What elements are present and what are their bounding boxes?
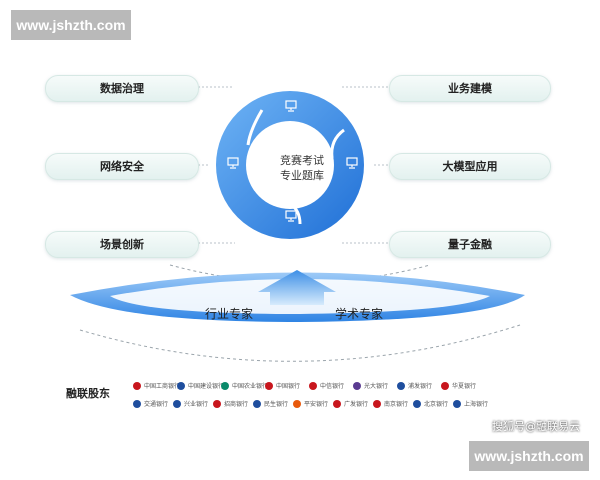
center-line-2: 专业题库 xyxy=(280,169,324,182)
academic-expert-label: 学术专家 xyxy=(335,307,384,321)
cmbc-logo-mark xyxy=(253,399,261,408)
monitor-icon xyxy=(285,210,297,222)
orbit-dashed-2 xyxy=(79,324,521,362)
abc-logo: 中国农业银行 xyxy=(221,381,268,390)
monitor-icon xyxy=(346,157,358,169)
pill-scenario-innovation: 场景创新 xyxy=(45,231,199,258)
cgb-logo-mark xyxy=(333,399,341,408)
monitor-icon xyxy=(285,100,297,112)
hxb-logo-mark xyxy=(441,381,449,390)
orbit-dashed-1 xyxy=(169,264,431,283)
shareholder-name: 华夏银行 xyxy=(452,383,477,390)
pill-data-governance: 数据治理 xyxy=(45,75,199,102)
bob-logo: 北京银行 xyxy=(413,399,448,408)
ccb-logo-mark xyxy=(177,381,185,390)
icbc-logo-mark xyxy=(133,381,141,390)
connector-lines xyxy=(198,86,388,244)
spdb-logo: 浦发银行 xyxy=(397,381,432,390)
spdb-logo-mark xyxy=(397,381,405,390)
shareholder-name: 北京银行 xyxy=(424,401,449,408)
up-arrow-icon xyxy=(258,270,336,305)
cib-logo: 兴业银行 xyxy=(173,399,208,408)
cib-logo-mark xyxy=(173,399,181,408)
bosc-logo-mark xyxy=(453,399,461,408)
shareholder-name: 浦发银行 xyxy=(408,383,433,390)
pill-quantum-finance: 量子金融 xyxy=(389,231,551,258)
cmbc-logo: 民生银行 xyxy=(253,399,288,408)
shareholders-title: 融联股东 xyxy=(66,387,110,400)
shareholder-name: 民生银行 xyxy=(264,401,289,408)
shareholder-name: 中信银行 xyxy=(320,383,345,390)
bocom-logo-mark xyxy=(133,399,141,408)
bosc-logo: 上海银行 xyxy=(453,399,488,408)
shareholder-name: 中国银行 xyxy=(276,383,301,390)
citic-logo-mark xyxy=(309,381,317,390)
ccb-logo: 中国建设银行 xyxy=(177,381,224,390)
pill-network-security: 网络安全 xyxy=(45,153,199,180)
citic-logo: 中信银行 xyxy=(309,381,344,390)
pab-logo-mark xyxy=(293,399,301,408)
shareholder-name: 广发银行 xyxy=(344,401,369,408)
njcb-logo-mark xyxy=(373,399,381,408)
cmb-logo: 招商银行 xyxy=(213,399,248,408)
pill-business-modeling: 业务建模 xyxy=(389,75,551,102)
hxb-logo: 华夏银行 xyxy=(441,381,476,390)
icbc-logo: 中国工商银行 xyxy=(133,381,180,390)
pab-logo: 平安银行 xyxy=(293,399,328,408)
pill-llm-application: 大模型应用 xyxy=(389,153,551,180)
center-ring xyxy=(216,91,364,239)
shareholder-name: 招商银行 xyxy=(224,401,249,408)
ceb-logo-mark xyxy=(353,381,361,390)
sohu-credit: 搜狐号@融联易云 xyxy=(492,420,580,433)
shareholder-name: 上海银行 xyxy=(464,401,489,408)
watermark-bottom[interactable]: www.jshzth.com xyxy=(469,441,589,471)
center-line-1: 竞赛考试 xyxy=(280,154,324,167)
boc-logo-mark xyxy=(265,381,273,390)
shareholder-name: 兴业银行 xyxy=(184,401,209,408)
shareholder-name: 中国建设银行 xyxy=(188,383,225,390)
abc-logo-mark xyxy=(221,381,229,390)
shareholder-name: 交通银行 xyxy=(144,401,169,408)
bob-logo-mark xyxy=(413,399,421,408)
shareholder-name: 光大银行 xyxy=(364,383,389,390)
cmb-logo-mark xyxy=(213,399,221,408)
bocom-logo: 交通银行 xyxy=(133,399,168,408)
center-label: 竞赛考试 专业题库 xyxy=(252,153,352,183)
watermark-top[interactable]: www.jshzth.com xyxy=(11,10,131,40)
monitor-icon xyxy=(227,157,239,169)
ceb-logo: 光大银行 xyxy=(353,381,388,390)
cgb-logo: 广发银行 xyxy=(333,399,368,408)
boc-logo: 中国银行 xyxy=(265,381,300,390)
industry-expert-label: 行业专家 xyxy=(205,307,254,321)
shareholder-name: 中国农业银行 xyxy=(232,383,269,390)
njcb-logo: 南京银行 xyxy=(373,399,408,408)
shareholder-name: 南京银行 xyxy=(384,401,409,408)
shareholder-name: 中国工商银行 xyxy=(144,383,181,390)
shareholder-name: 平安银行 xyxy=(304,401,329,408)
